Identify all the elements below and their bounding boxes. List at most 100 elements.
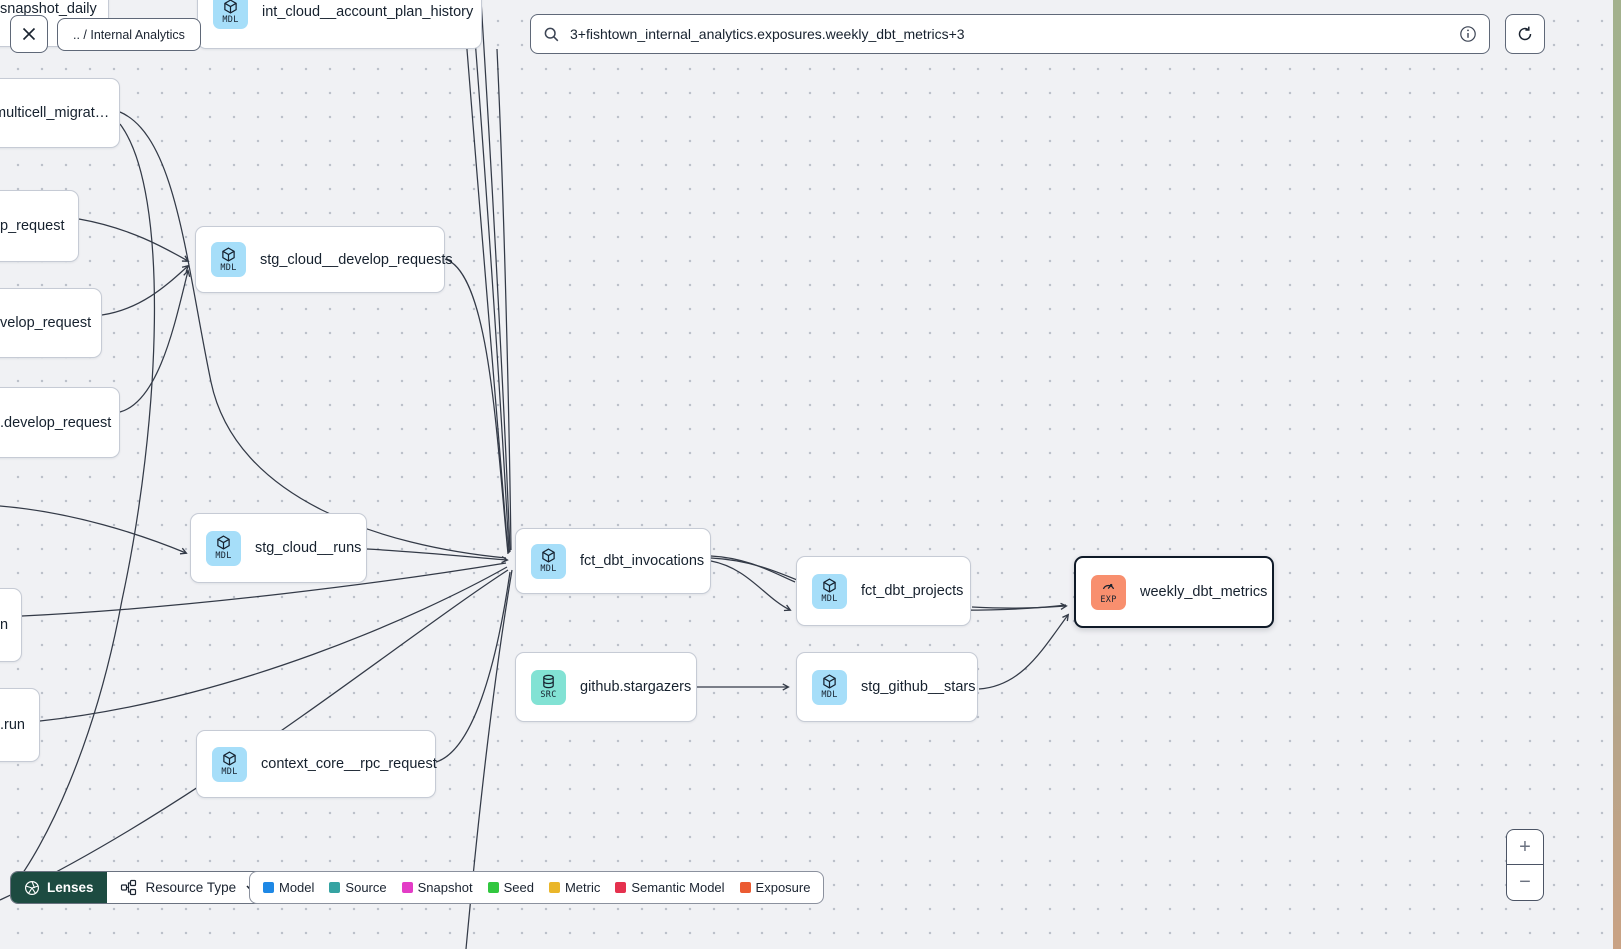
graph-node-context_core__rpc_request[interactable]: MDL context_core__rpc_request (196, 730, 437, 798)
legend-item-model: Model (263, 880, 314, 895)
graph-node-stg_cloud__runs[interactable]: MDL stg_cloud__runs (190, 513, 367, 583)
node-type-icon (217, 535, 230, 550)
node-type-icon (222, 247, 235, 262)
legend-swatch (487, 882, 499, 893)
legend-swatch (548, 882, 560, 893)
edge-offscreen-top-to-fct_dbt_invocations (462, 0, 509, 553)
node-label: n (0, 617, 9, 633)
legend-label: Model (279, 880, 315, 895)
node-type-badge: MDL (211, 242, 246, 277)
breadcrumb-label: .. / Internal Analytics (73, 27, 185, 42)
graph-node-int_cloud__account_plan_history[interactable]: MDL int_cloud__account_plan_history (197, 0, 482, 49)
lenses-label: Lenses (47, 880, 94, 895)
hierarchy-icon (120, 879, 136, 896)
graph-node-left_node_run[interactable]: MDL .run (0, 688, 40, 762)
node-label: int_cloud__account_plan_history (262, 3, 474, 20)
node-type-icon (542, 548, 555, 563)
node-type-label: MDL (220, 262, 237, 273)
lenses-toolbar: Lenses Resource Type (10, 871, 272, 904)
close-button[interactable] (10, 15, 48, 53)
info-icon[interactable] (1459, 25, 1477, 43)
edge-offscreen-top-to-fct_dbt_invocations (471, 0, 510, 554)
legend-label: Metric (564, 880, 601, 895)
node-type-badge: MDL (213, 0, 248, 29)
edge-offscreen-bottom-left-to-fct_dbt_invocations (0, 569, 509, 901)
legend-swatch (329, 882, 341, 893)
zoom-controls: + − (1506, 829, 1544, 901)
screen-edge-strip (1613, 0, 1621, 949)
lenses-button[interactable]: Lenses (11, 872, 107, 903)
edge-develop_request_a-to-stg_cloud__develop_requests (78, 218, 190, 262)
edge-stg_github__stars-to-weekly_dbt_metrics (978, 613, 1070, 690)
graph-node-weekly_dbt_metrics[interactable]: EXP weekly_dbt_metrics (1074, 556, 1274, 628)
legend-item-metric: Metric (548, 880, 601, 895)
legend-swatch (401, 882, 413, 893)
legend-label: Exposure (755, 880, 811, 895)
legend-item-exposure: Exposure (739, 880, 811, 895)
node-type-label: MDL (215, 551, 232, 562)
node-label: multicell_migrat… (0, 105, 110, 121)
refresh-button[interactable] (1505, 14, 1545, 54)
legend-item-semantic-model: Semantic Model (615, 880, 725, 895)
search-icon (544, 27, 559, 41)
graph-node-fct_dbt_invocations[interactable]: MDL fct_dbt_invocations (515, 528, 711, 594)
legend-swatch (739, 882, 751, 893)
zoom-out-button[interactable]: − (1519, 871, 1531, 893)
legend-item-seed: Seed (487, 880, 534, 895)
node-type-badge: SRC (531, 669, 566, 705)
refresh-icon (1518, 26, 1532, 41)
node-label: fct_dbt_invocations (580, 553, 705, 569)
legend-label: Seed (503, 880, 534, 895)
graph-node-stg_cloud__develop_requests[interactable]: MDL stg_cloud__develop_requests (195, 226, 453, 293)
lenses-icon (24, 880, 40, 895)
graph-node-left_node_n[interactable]: MDL n (0, 588, 22, 662)
legend-swatch (263, 882, 274, 893)
node-type-label: MDL (821, 594, 838, 605)
graph-node-develop_request_c[interactable]: MDL .develop_request (0, 387, 120, 458)
graph-node-develop_request_b[interactable]: MDL velop_request (0, 288, 102, 358)
node-type-badge: MDL (812, 573, 847, 609)
node-type-label: MDL (221, 767, 238, 778)
node-label: .develop_request (0, 414, 112, 431)
breadcrumb[interactable]: .. / Internal Analytics (57, 18, 201, 51)
zoom-in-button[interactable]: + (1507, 830, 1543, 865)
node-type-label: SRC (540, 690, 557, 701)
node-type-icon (223, 751, 236, 766)
node-type-badge: MDL (206, 530, 241, 566)
node-type-label: MDL (540, 564, 557, 575)
node-type-badge: MDL (531, 543, 566, 579)
node-type-icon (1102, 584, 1115, 590)
edge-offscreen-left-to-stg_cloud__runs (0, 505, 188, 555)
edge-multicell_migration-to-fct_dbt_invocations (119, 111, 507, 559)
node-type-label: EXP (1100, 595, 1117, 606)
node-label: weekly_dbt_metrics (1140, 584, 1268, 600)
edge-offscreen-top-to-fct_dbt_invocations (480, 0, 511, 553)
resource-type-legend: Model Source Snapshot Seed Metric Semant… (249, 871, 825, 904)
resource-type-button[interactable]: Resource Type (106, 872, 271, 903)
edge-fct_dbt_projects-to-weekly_dbt_metrics (971, 602, 1068, 610)
node-type-label: MDL (222, 14, 239, 25)
node-type-icon (543, 675, 554, 689)
graph-node-fct_dbt_projects[interactable]: MDL fct_dbt_projects (796, 556, 971, 626)
close-icon (22, 27, 36, 41)
graph-node-stg_github__stars[interactable]: MDL stg_github__stars (796, 652, 978, 722)
node-label: snapshot_daily (0, 0, 97, 17)
edge-develop_request_c-to-stg_cloud__develop_requests (119, 269, 191, 413)
node-type-icon (224, 0, 237, 14)
search-input[interactable] (570, 26, 1449, 42)
graph-node-develop_request_a[interactable]: MDL p_request (0, 190, 79, 262)
edge-context_core__rpc_request-to-fct_dbt_invocations (431, 571, 511, 764)
edge-multicell_migration-to-offscreen-bottom-left (11, 123, 156, 889)
node-type-label: MDL (821, 690, 838, 701)
node-label: stg_cloud__runs (255, 540, 362, 556)
node-label: p_request (0, 218, 65, 234)
node-type-badge: MDL (212, 746, 247, 782)
node-label: stg_cloud__develop_requests (260, 251, 453, 268)
graph-node-github_stargazers[interactable]: SRC github.stargazers (515, 652, 697, 722)
node-type-icon (823, 674, 836, 689)
legend-label: Snapshot (417, 880, 473, 895)
search-box[interactable] (530, 14, 1490, 54)
graph-node-multicell_migration[interactable]: MDL multicell_migrat… (0, 78, 120, 148)
